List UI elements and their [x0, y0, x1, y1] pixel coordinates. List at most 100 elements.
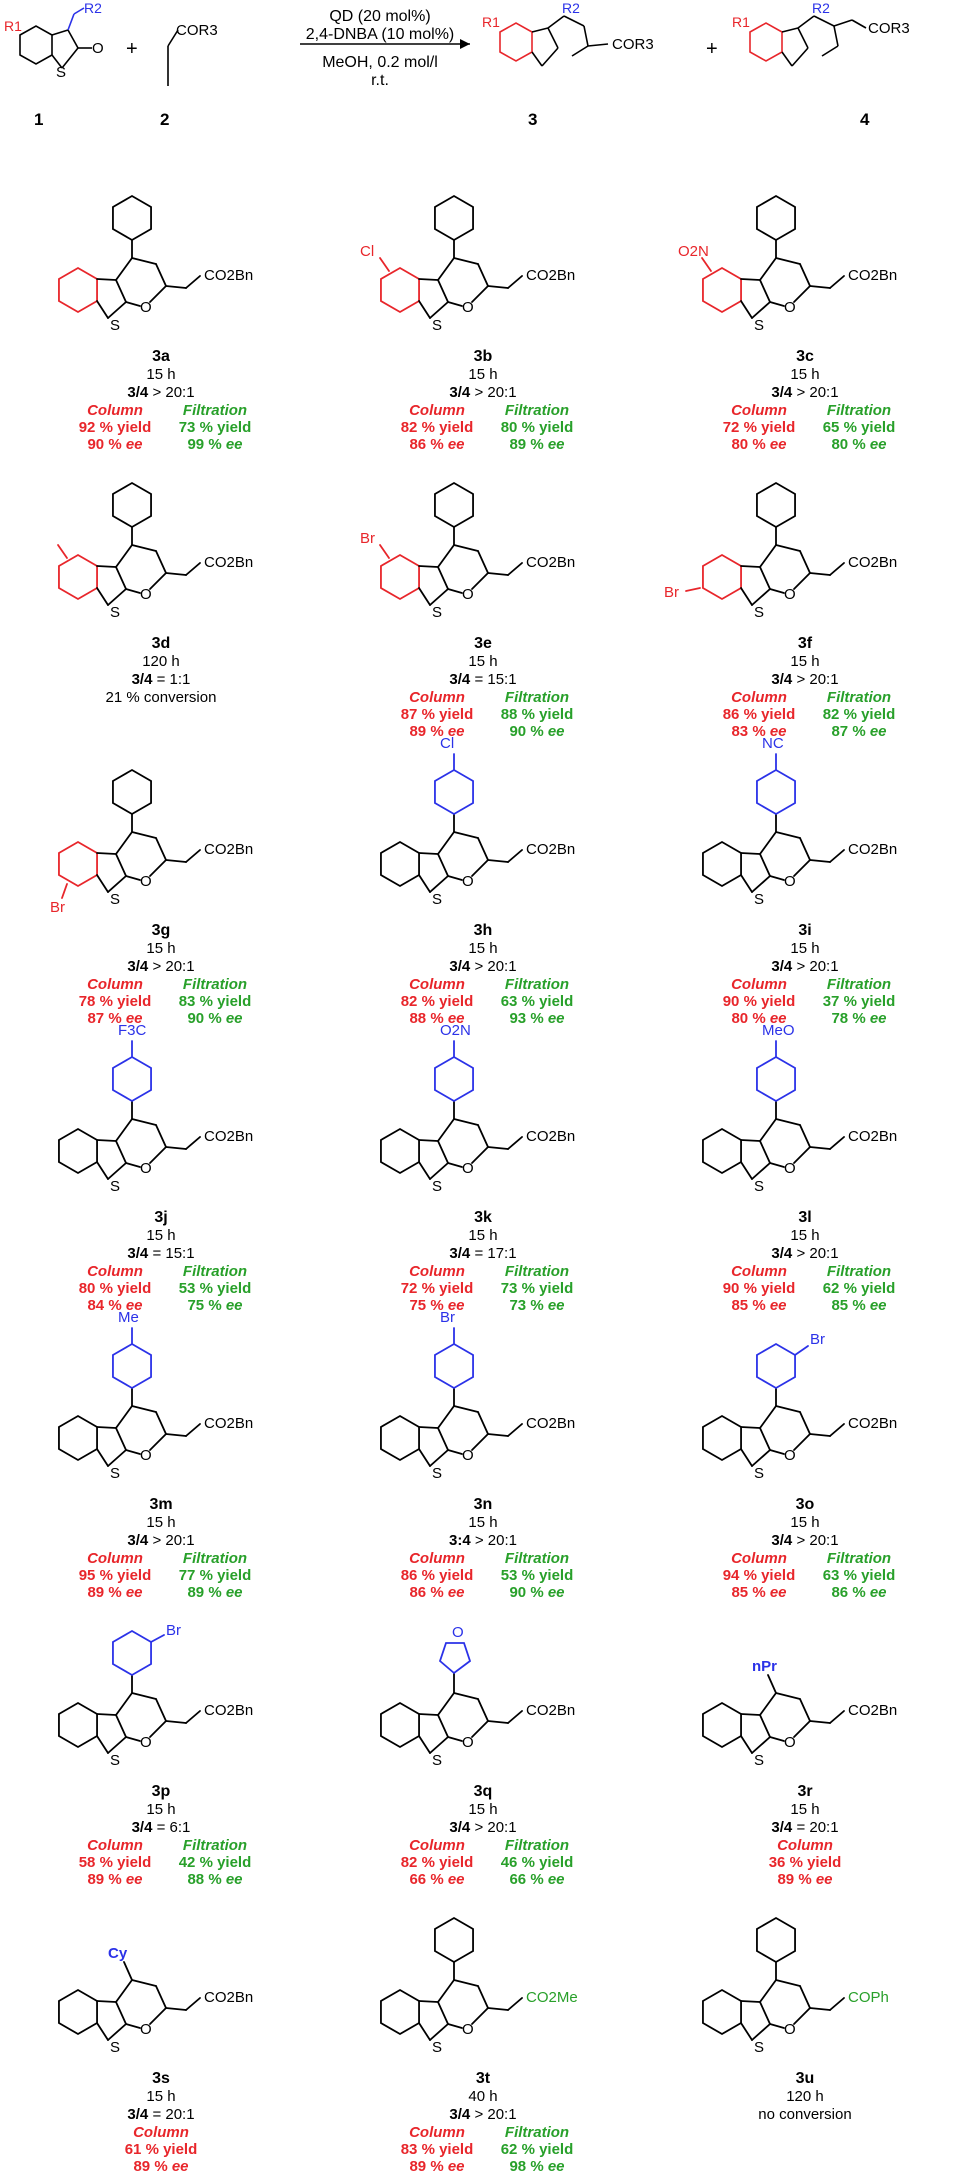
compound-id: 3d [151, 635, 171, 652]
reaction-time: 15 h [468, 1514, 498, 1531]
ester-group-label: CO2Bn [848, 1128, 897, 1145]
ring-substituent-label: Cl [360, 243, 374, 260]
product-ratio: 3/4 > 20:1 [771, 958, 839, 975]
alkyl-substituent-label: nPr [752, 1658, 777, 1675]
ring-oxygen-label: O [140, 1734, 152, 1751]
ring-oxygen-label: O [462, 1160, 474, 1177]
ring-oxygen-label: O [140, 2021, 152, 2038]
reaction-time: 15 h [146, 1227, 176, 1244]
sulfur-atom-label: S [432, 1178, 442, 1195]
compound-id: 3g [151, 922, 171, 939]
cor3-label: COR3 [176, 22, 218, 39]
sulfur-atom-label: S [110, 604, 120, 621]
conversion-note: no conversion [758, 2106, 852, 2123]
ester-group-label: CO2Bn [526, 841, 575, 858]
ring-oxygen-label: O [462, 299, 474, 316]
compound-id: 3l [798, 1209, 812, 1226]
ring-oxygen-label: O [462, 1447, 474, 1464]
compound-id: 3h [473, 922, 493, 939]
product-r2-label: R2 [562, 0, 580, 16]
product4-cor3-label: COR3 [868, 20, 910, 37]
compound-id: 3o [795, 1496, 815, 1513]
reaction-time: 15 h [468, 1227, 498, 1244]
compound-id: 3n [473, 1496, 493, 1513]
ring-oxygen-label: O [140, 1447, 152, 1464]
ring-substituent-label: Br [360, 530, 375, 547]
ester-group-label: CO2Bn [204, 554, 253, 571]
sulfur-atom-label: S [754, 2039, 764, 2056]
reaction-time: 15 h [146, 1514, 176, 1531]
ring-oxygen-label: O [784, 586, 796, 603]
reaction-time: 15 h [790, 1514, 820, 1531]
aryl-substituent-label: F3C [118, 1022, 147, 1039]
reaction-time: 15 h [146, 940, 176, 957]
sulfur-atom-label: S [110, 2039, 120, 2056]
aryl-substituent-label: Br [440, 1309, 455, 1326]
product-ratio: 3/4 = 15:1 [127, 1245, 195, 1262]
condition-solvent: MeOH, 0.2 mol/l [322, 54, 438, 71]
compound-id: 3c [796, 348, 814, 365]
sulfur-atom-label: S [432, 604, 442, 621]
aryl-substituent-label: Br [810, 1331, 825, 1348]
ring-oxygen-label: O [140, 299, 152, 316]
ring-oxygen-label: O [784, 2021, 796, 2038]
ring-oxygen-label: O [784, 1160, 796, 1177]
compound-id: 3e [474, 635, 492, 652]
sulfur-atom-label: S [754, 317, 764, 334]
reaction-time: 15 h [790, 1227, 820, 1244]
sulfur-atom-label: S [754, 1465, 764, 1482]
ring-substituent-label: Br [50, 899, 65, 916]
ring-substituent-label: Br [664, 584, 679, 601]
reaction-time: 15 h [468, 366, 498, 383]
reaction-time: 15 h [790, 1801, 820, 1818]
reaction-time: 15 h [468, 653, 498, 670]
product-ratio: 3/4 > 20:1 [771, 1245, 839, 1262]
ring-oxygen-label: O [462, 1734, 474, 1751]
compound-id: 3i [798, 922, 812, 939]
r1-label: R1 [4, 18, 22, 34]
ring-oxygen-label: O [784, 299, 796, 316]
ring-oxygen-label: O [462, 2021, 474, 2038]
compound-4-label: 4 [860, 110, 870, 129]
product-ratio: 3/4 = 6:1 [131, 1819, 191, 1836]
ester-group-label: CO2Bn [526, 1702, 575, 1719]
ester-group-label: CO2Bn [204, 841, 253, 858]
aryl-substituent-label: Me [118, 1309, 139, 1326]
ester-group-label: CO2Bn [204, 267, 253, 284]
